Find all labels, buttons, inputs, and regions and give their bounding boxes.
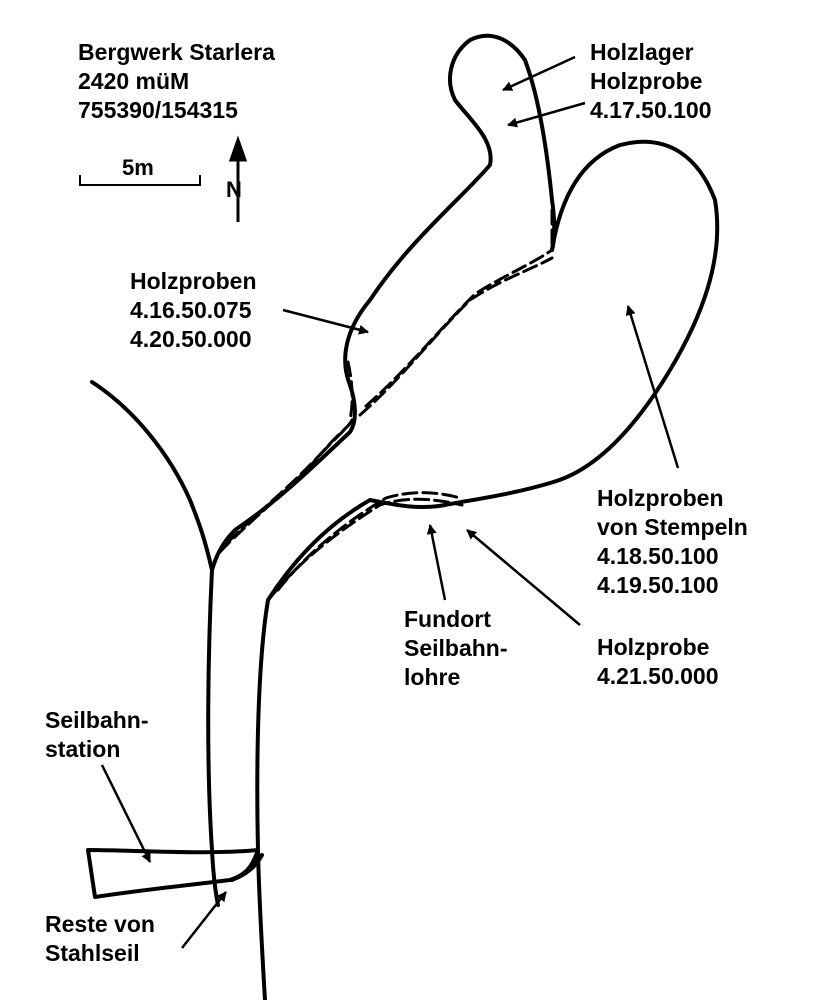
title-line-coordinates: 755390/154315	[78, 97, 238, 123]
label-holzprobe: Holzprobe 4.21.50.000	[597, 634, 719, 689]
arrow-reste	[181, 891, 227, 949]
arrow-fundort	[426, 524, 447, 601]
tunnel-wall-east	[255, 139, 720, 1000]
north-label: N	[226, 177, 242, 202]
timbering-east-floor-inner	[276, 491, 462, 592]
arrow-holzlager-2	[507, 101, 586, 128]
timbering-diagonal	[358, 256, 554, 417]
arrow-seilbahnstation	[100, 764, 152, 863]
cable-station-outline	[86, 848, 260, 899]
slope-line-west	[90, 380, 214, 572]
label-fundort: Fundort Seilbahn- lohre	[404, 606, 508, 690]
north-arrow-icon	[228, 135, 248, 222]
label-reste: Reste von Stahlseil	[45, 911, 155, 966]
label-stempeln: Holzproben von Stempeln 4.18.50.100 4.19…	[597, 485, 748, 598]
tunnel-wall-west	[206, 383, 357, 907]
scale-bar	[79, 175, 201, 186]
arrow-stempeln	[625, 305, 680, 469]
label-seilbahnstation: Seilbahn- station	[45, 707, 149, 762]
timbering-east-floor	[268, 497, 464, 600]
mine-title: Bergwerk Starlera 2420 müM 755390/154315	[78, 38, 275, 125]
timbering-diagonal-inner	[364, 248, 554, 408]
scale-label: 5m	[122, 155, 154, 180]
timbering-west-inner	[226, 414, 358, 544]
steel-cable-line	[230, 853, 264, 882]
title-line-name: Bergwerk Starlera	[78, 39, 275, 65]
label-holzlager: Holzlager Holzprobe 4.17.50.100	[590, 39, 712, 123]
label-holzproben: Holzproben 4.16.50.075 4.20.50.000	[130, 268, 257, 352]
arrow-holzproben	[282, 308, 369, 335]
tunnel-wall-north	[343, 33, 557, 387]
title-line-altitude: 2420 müM	[78, 68, 190, 94]
arrow-holzlager-1	[502, 55, 576, 92]
timbering-post	[346, 360, 354, 422]
arrow-holzprobe	[466, 529, 581, 626]
